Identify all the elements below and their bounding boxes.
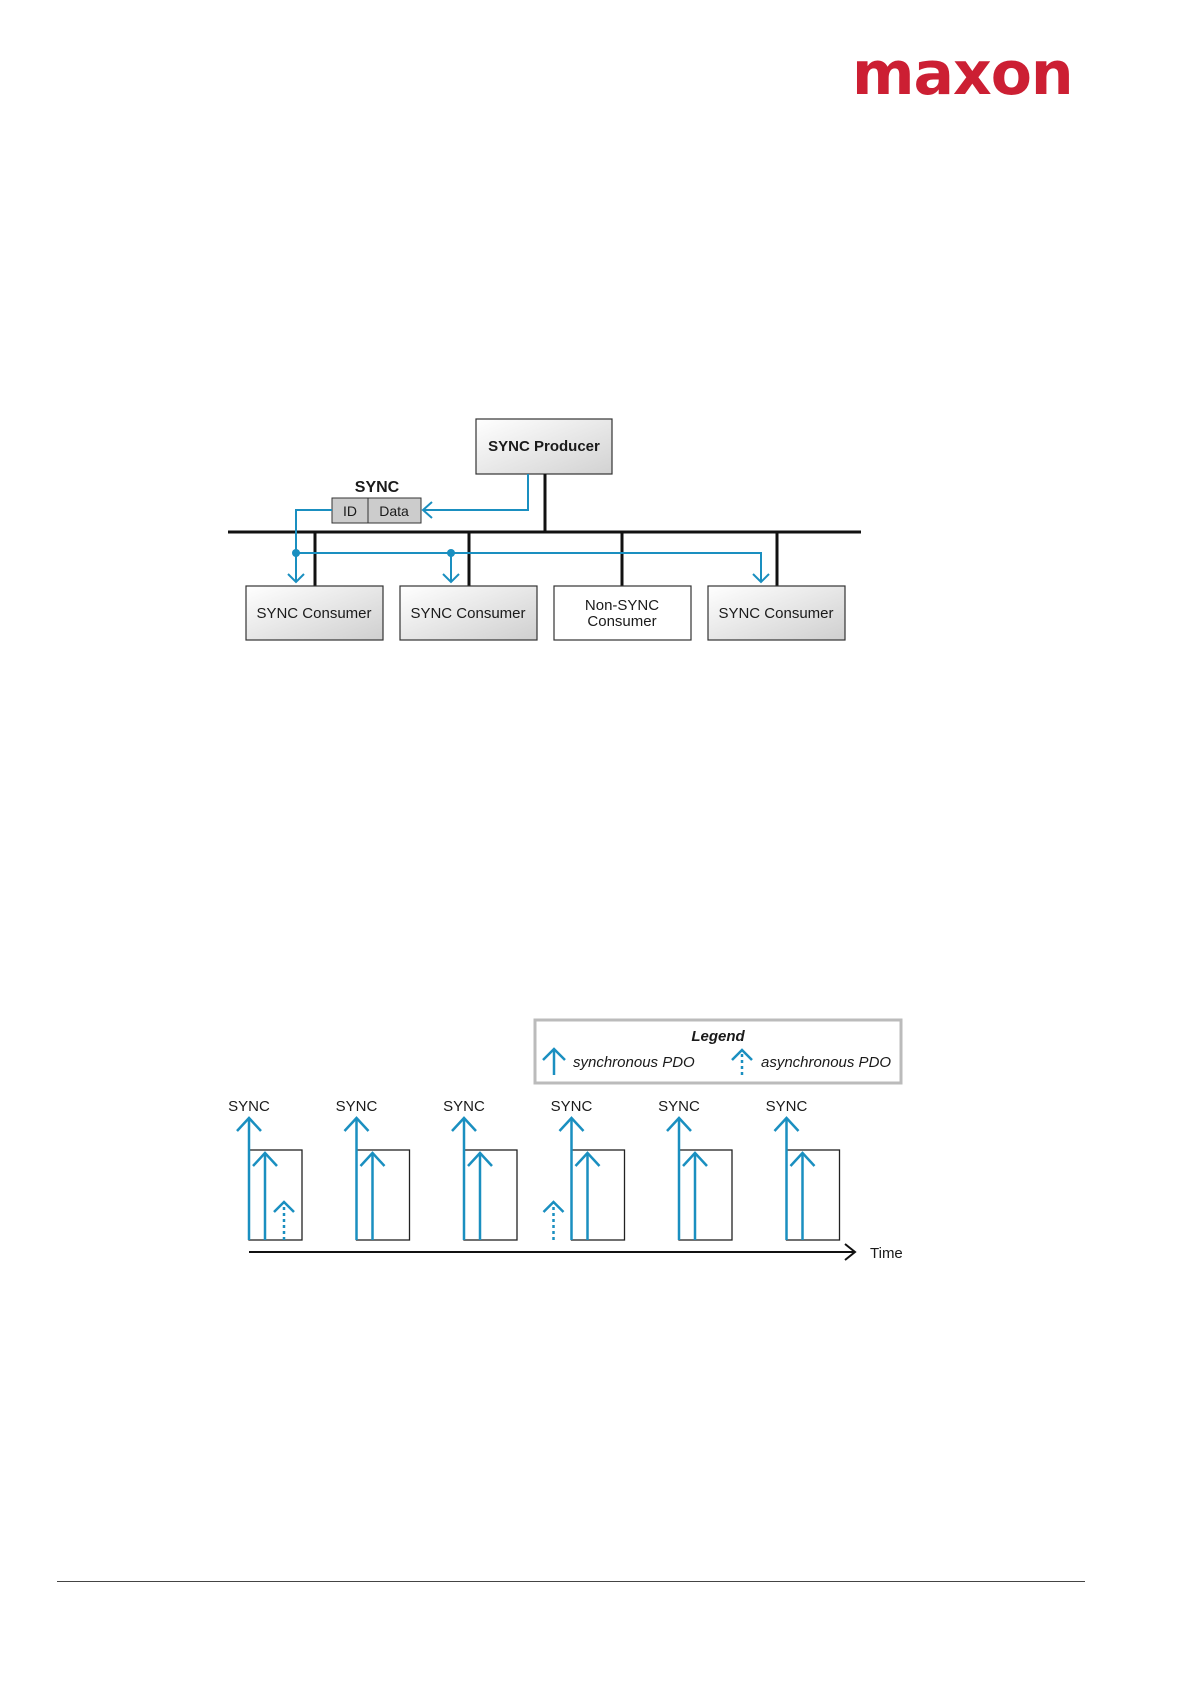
sync-producer-label: SYNC Producer bbox=[488, 438, 600, 455]
distribution-line bbox=[296, 553, 761, 582]
sync-arrow-icon bbox=[345, 1118, 369, 1240]
consumer-node-1: SYNC Consumer bbox=[246, 586, 383, 640]
consumer-node-2: SYNC Consumer bbox=[400, 586, 537, 640]
non-sync-consumer-node: Non-SYNC Consumer bbox=[554, 586, 691, 640]
message-data-label: Data bbox=[379, 503, 409, 519]
sync-cycle: SYNC bbox=[658, 1098, 732, 1240]
synchronous-pdo-arrow-icon bbox=[791, 1153, 815, 1240]
consumer-label: SYNC Consumer bbox=[256, 605, 371, 622]
junction-dot-2 bbox=[447, 549, 455, 557]
non-sync-label-line-1: Non-SYNC bbox=[585, 597, 659, 614]
legend-title: Legend bbox=[691, 1028, 745, 1045]
can-bus bbox=[228, 474, 861, 586]
sync-label: SYNC bbox=[228, 1098, 270, 1115]
message-id-label: ID bbox=[343, 503, 357, 519]
sync-label: SYNC bbox=[766, 1098, 808, 1115]
sync-arrow-icon bbox=[560, 1118, 584, 1240]
sync-network-diagram: SYNC Producer SYNC ID Data bbox=[228, 419, 861, 640]
sync-cycles: SYNC SYNC SYNC SYNC SYNC SYNC bbox=[228, 1098, 839, 1240]
sync-producer-node: SYNC Producer bbox=[476, 419, 612, 474]
asynchronous-pdo-arrow-icon bbox=[544, 1202, 564, 1240]
consumer-node-4: SYNC Consumer bbox=[708, 586, 845, 640]
sync-cycle: SYNC bbox=[228, 1098, 302, 1240]
sync-label: SYNC bbox=[336, 1098, 378, 1115]
sync-label: SYNC bbox=[551, 1098, 593, 1115]
sync-arrow-icon bbox=[775, 1118, 799, 1240]
non-sync-label-line-2: Consumer bbox=[587, 613, 656, 630]
sync-cycle: SYNC bbox=[544, 1098, 625, 1240]
sync-arrow-icon bbox=[452, 1118, 476, 1240]
legend-sync-label: synchronous PDO bbox=[573, 1054, 695, 1071]
sync-cycle: SYNC bbox=[336, 1098, 410, 1240]
time-axis: Time bbox=[249, 1244, 903, 1262]
synchronous-pdo-arrow-icon bbox=[468, 1153, 492, 1240]
producer-to-message-line bbox=[423, 474, 528, 510]
synchronous-pdo-arrow-icon bbox=[253, 1153, 277, 1240]
consumer-label: SYNC Consumer bbox=[410, 605, 525, 622]
sync-label: SYNC bbox=[443, 1098, 485, 1115]
synchronous-pdo-arrow-icon bbox=[576, 1153, 600, 1240]
legend-async-label: asynchronous PDO bbox=[761, 1054, 891, 1071]
synchronous-pdo-arrow-icon bbox=[361, 1153, 385, 1240]
asynchronous-pdo-arrow-icon bbox=[274, 1202, 294, 1240]
time-axis-label: Time bbox=[870, 1245, 903, 1262]
sync-arrow-icon bbox=[237, 1118, 261, 1240]
sync-timing-diagram: Legend synchronous PDO asynchronous PDO … bbox=[228, 1020, 903, 1262]
footer-rule bbox=[57, 1581, 1085, 1582]
sync-message: SYNC ID Data bbox=[332, 479, 421, 523]
sync-message-title: SYNC bbox=[355, 479, 400, 496]
synchronous-pdo-arrow-icon bbox=[683, 1153, 707, 1240]
sync-cycle: SYNC bbox=[766, 1098, 840, 1240]
legend: Legend synchronous PDO asynchronous PDO bbox=[535, 1020, 901, 1083]
junction-dot-1 bbox=[292, 549, 300, 557]
consumer-label: SYNC Consumer bbox=[718, 605, 833, 622]
sync-cycle: SYNC bbox=[443, 1098, 517, 1240]
sync-arrow-icon bbox=[667, 1118, 691, 1240]
sync-label: SYNC bbox=[658, 1098, 700, 1115]
